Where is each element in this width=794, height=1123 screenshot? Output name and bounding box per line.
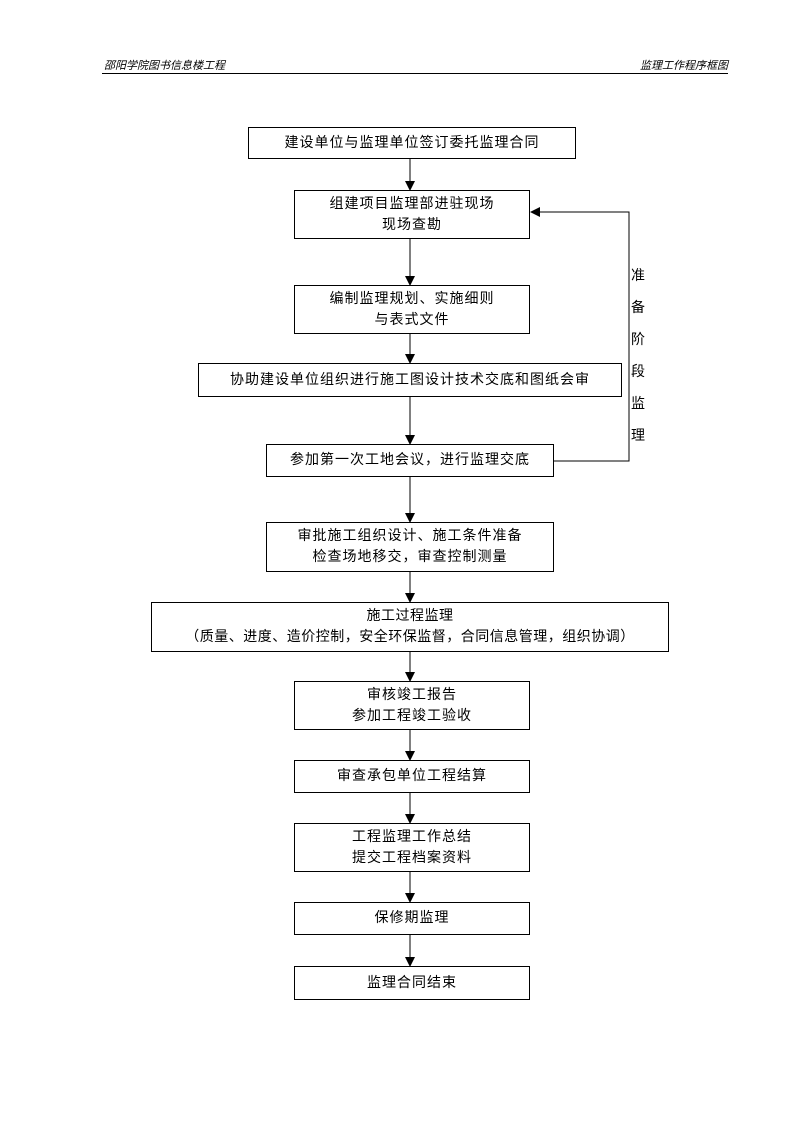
step-text: 施工过程监理 [366,608,454,624]
step-text: 审批施工组织设计、施工条件准备 [297,528,523,544]
step-construction-supervision: 施工过程监理 （质量、进度、造价控制，安全环保监督，合同信息管理，组织协调） [151,602,669,652]
step-text: （质量、进度、造价控制，安全环保监督，合同信息管理，组织协调） [185,629,635,645]
step-text: 组建项目监理部进驻现场 [329,195,495,212]
step-text: 与表式文件 [374,311,450,328]
step-first-meeting: 参加第一次工地会议，进行监理交底 [266,444,554,477]
step-text: 工程监理工作总结 [352,828,472,845]
step-text: 协助建设单位组织进行施工图设计技术交底和图纸会审 [230,371,590,388]
step-text: 参加第一次工地会议，进行监理交底 [290,452,530,468]
step-sign-contract: 建设单位与监理单位签订委托监理合同 [248,127,576,159]
step-text: 现场查勘 [382,216,442,233]
step-text: 编制监理规划、实施细则 [329,290,495,307]
step-text: 检查场地移交，审查控制测量 [312,549,508,565]
step-work-summary: 工程监理工作总结 提交工程档案资料 [294,823,530,872]
side-label-char: 段 [631,364,645,380]
step-text: 建设单位与监理单位签订委托监理合同 [284,134,540,151]
step-warranty-supervision: 保修期监理 [294,902,530,935]
side-label-char: 备 [631,300,645,316]
header-project-name: 邵阳学院图书信息楼工程 [104,59,225,72]
step-design-review: 协助建设单位组织进行施工图设计技术交底和图纸会审 [198,363,622,397]
step-settlement-review: 审查承包单位工程结算 [294,760,530,793]
side-label-char: 阶 [631,332,645,348]
step-compile-plan: 编制监理规划、实施细则 与表式文件 [294,285,530,334]
step-approve-construction-plan: 审批施工组织设计、施工条件准备 检查场地移交，审查控制测量 [266,522,554,572]
step-completion-acceptance: 审核竣工报告 参加工程竣工验收 [294,681,530,730]
side-label-char: 监 [631,396,645,412]
header-divider [102,73,728,74]
side-label-char: 理 [631,428,645,444]
step-text: 保修期监理 [374,910,450,926]
step-text: 参加工程竣工验收 [352,707,472,724]
preparation-phase-label: 准 备 阶 段 监 理 [629,260,647,452]
step-contract-end: 监理合同结束 [294,966,530,1000]
side-label-char: 准 [631,268,645,284]
step-form-team: 组建项目监理部进驻现场 现场查勘 [294,190,530,239]
step-text: 审查承包单位工程结算 [337,768,487,784]
feedback-loop-arrow [530,207,630,462]
step-text: 监理合同结束 [367,974,457,991]
step-text: 提交工程档案资料 [352,849,472,866]
header-document-title: 监理工作程序框图 [640,59,728,72]
step-text: 审核竣工报告 [367,686,457,703]
